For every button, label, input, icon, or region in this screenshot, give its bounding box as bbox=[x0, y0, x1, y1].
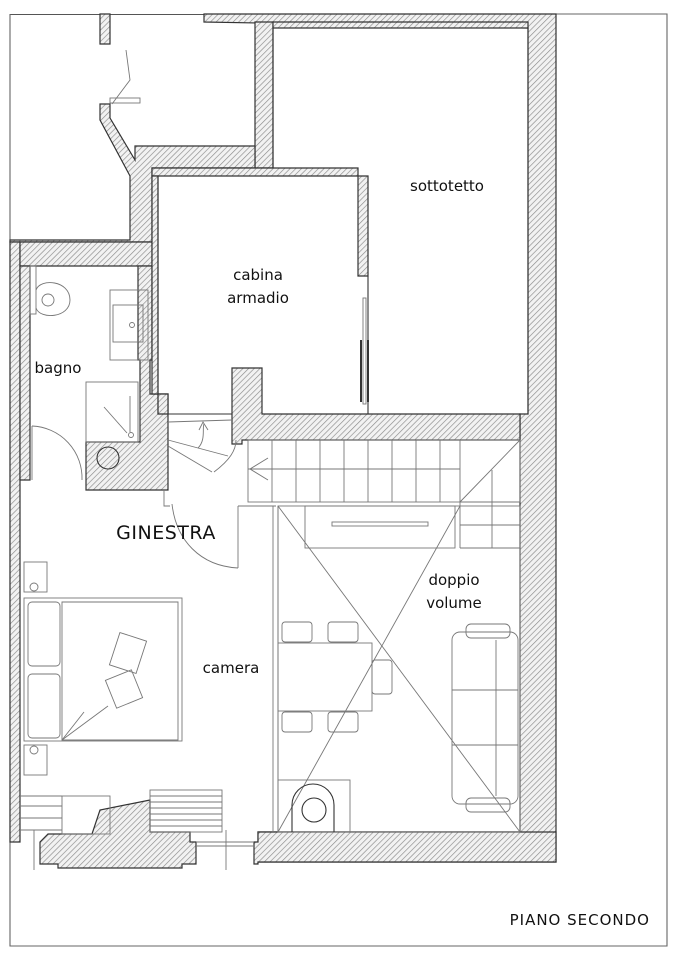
walls bbox=[9, 13, 557, 869]
entrance-door bbox=[163, 490, 276, 569]
bathroom-fixtures bbox=[29, 265, 149, 481]
room-label-sottotetto: sottotetto bbox=[410, 177, 484, 195]
drawing-title: PIANO SECONDO bbox=[510, 911, 650, 929]
winder-stair bbox=[167, 419, 237, 473]
room-label-volume: volume bbox=[426, 594, 482, 612]
room-label-armadio: armadio bbox=[227, 289, 289, 307]
bedroom-furniture bbox=[20, 561, 254, 870]
main-stair bbox=[247, 439, 521, 549]
apartment-name: GINESTRA bbox=[116, 522, 216, 544]
room-label-doppio: doppio bbox=[428, 571, 479, 589]
cabina-outline bbox=[157, 176, 232, 415]
room-label-cabina: cabina bbox=[233, 266, 283, 284]
upper-left-window bbox=[109, 49, 141, 105]
sottotetto-outline bbox=[367, 28, 529, 415]
room-label-bagno: bagno bbox=[35, 359, 82, 377]
double-height-void bbox=[277, 505, 521, 833]
room-label-camera: camera bbox=[203, 659, 260, 677]
sheet-border-top-left bbox=[10, 14, 337, 15]
